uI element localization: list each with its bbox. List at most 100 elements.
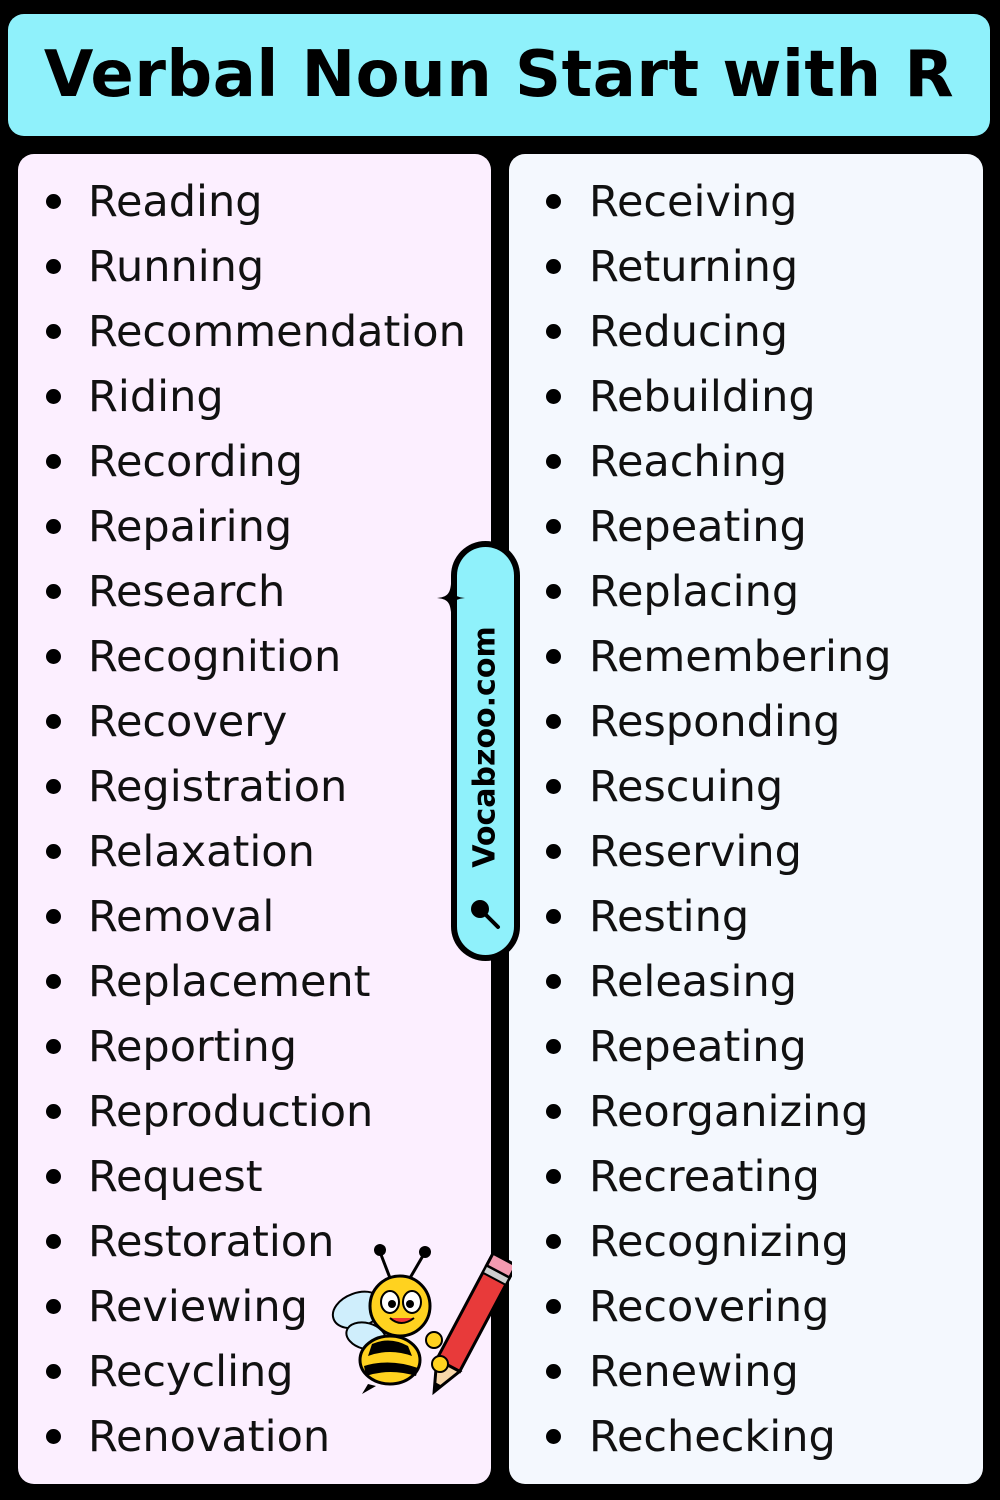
bullet-icon [546, 1429, 561, 1444]
left-word-item: Restoration [18, 1209, 466, 1274]
word-label: Returning [589, 241, 799, 292]
word-label: Request [88, 1151, 263, 1202]
left-word-item: Riding [18, 364, 466, 429]
left-word-item: Recognition [18, 624, 466, 689]
bullet-icon [46, 649, 61, 664]
bullet-icon [46, 584, 61, 599]
word-label: Recommendation [88, 306, 466, 357]
word-label: Releasing [589, 956, 798, 1007]
left-word-item: Research [18, 559, 466, 624]
bullet-icon [46, 844, 61, 859]
word-label: Recreating [589, 1151, 820, 1202]
right-word-item: Reducing [509, 299, 892, 364]
word-label: Reducing [589, 306, 789, 357]
bullet-icon [46, 454, 61, 469]
word-label: Reorganizing [589, 1086, 869, 1137]
right-word-item: Reserving [509, 819, 892, 884]
word-label: Renovation [88, 1411, 331, 1462]
right-word-item: Returning [509, 234, 892, 299]
left-word-item: Recycling [18, 1339, 466, 1404]
bullet-icon [546, 1234, 561, 1249]
bullet-icon [546, 519, 561, 534]
bullet-icon [546, 649, 561, 664]
bullet-icon [546, 1104, 561, 1119]
word-label: Research [88, 566, 286, 617]
left-word-item: Reporting [18, 1014, 466, 1079]
bullet-icon [46, 714, 61, 729]
bullet-icon [46, 909, 61, 924]
word-label: Relaxation [88, 826, 315, 877]
bullet-icon [546, 584, 561, 599]
right-word-item: Renewing [509, 1339, 892, 1404]
brand-badge: Vocabzoo.com [451, 541, 520, 961]
word-label: Removal [88, 891, 275, 942]
left-word-item: Removal [18, 884, 466, 949]
left-word-item: Registration [18, 754, 466, 819]
right-word-item: Recreating [509, 1144, 892, 1209]
left-word-item: Recovery [18, 689, 466, 754]
left-word-item: Relaxation [18, 819, 466, 884]
bullet-icon [46, 1039, 61, 1054]
bullet-icon [46, 1104, 61, 1119]
left-word-item: Reading [18, 169, 466, 234]
word-label: Reserving [589, 826, 802, 877]
left-word-item: Recommendation [18, 299, 466, 364]
right-word-item: Receiving [509, 169, 892, 234]
bullet-icon [546, 1169, 561, 1184]
right-word-item: Reaching [509, 429, 892, 494]
right-word-item: Replacing [509, 559, 892, 624]
word-label: Registration [88, 761, 348, 812]
word-label: Reading [88, 176, 263, 227]
bullet-icon [546, 714, 561, 729]
bullet-icon [546, 1299, 561, 1314]
word-label: Repairing [88, 501, 293, 552]
word-label: Recognizing [589, 1216, 849, 1267]
sparkle-icon [437, 584, 465, 612]
word-label: Reviewing [88, 1281, 308, 1332]
title-banner: Verbal Noun Start with R [8, 14, 990, 136]
left-word-item: Recording [18, 429, 466, 494]
right-word-item: Repeating [509, 494, 892, 559]
bullet-icon [546, 324, 561, 339]
word-label: Renewing [589, 1346, 799, 1397]
page-title: Verbal Noun Start with R [43, 38, 955, 112]
word-label: Recovering [589, 1281, 830, 1332]
word-label: Reporting [88, 1021, 298, 1072]
word-label: Rechecking [589, 1411, 836, 1462]
bullet-icon [546, 259, 561, 274]
bullet-icon [546, 1039, 561, 1054]
right-word-item: Rechecking [509, 1404, 892, 1469]
word-label: Repeating [589, 1021, 807, 1072]
bullet-icon [46, 1169, 61, 1184]
word-label: Rebuilding [589, 371, 816, 422]
right-word-item: Recognizing [509, 1209, 892, 1274]
right-word-item: Rescuing [509, 754, 892, 819]
word-label: Receiving [589, 176, 798, 227]
left-word-item: Reproduction [18, 1079, 466, 1144]
word-label: Restoration [88, 1216, 335, 1267]
word-label: Resting [589, 891, 750, 942]
bullet-icon [46, 519, 61, 534]
bullet-icon [46, 974, 61, 989]
bullet-icon [546, 389, 561, 404]
bullet-icon [46, 1234, 61, 1249]
bullet-icon [46, 324, 61, 339]
bullet-icon [546, 454, 561, 469]
bullet-icon [546, 974, 561, 989]
bee-with-pencil-illustration [331, 1244, 512, 1396]
word-label: Recognition [88, 631, 342, 682]
left-word-item: Request [18, 1144, 466, 1209]
bullet-icon [46, 389, 61, 404]
word-label: Replacement [88, 956, 371, 1007]
bullet-icon [546, 779, 561, 794]
left-word-item: Repairing [18, 494, 466, 559]
bullet-icon [46, 1429, 61, 1444]
right-word-item: Rebuilding [509, 364, 892, 429]
word-label: Responding [589, 696, 841, 747]
word-label: Rescuing [589, 761, 784, 812]
right-word-item: Remembering [509, 624, 892, 689]
word-label: Running [88, 241, 265, 292]
